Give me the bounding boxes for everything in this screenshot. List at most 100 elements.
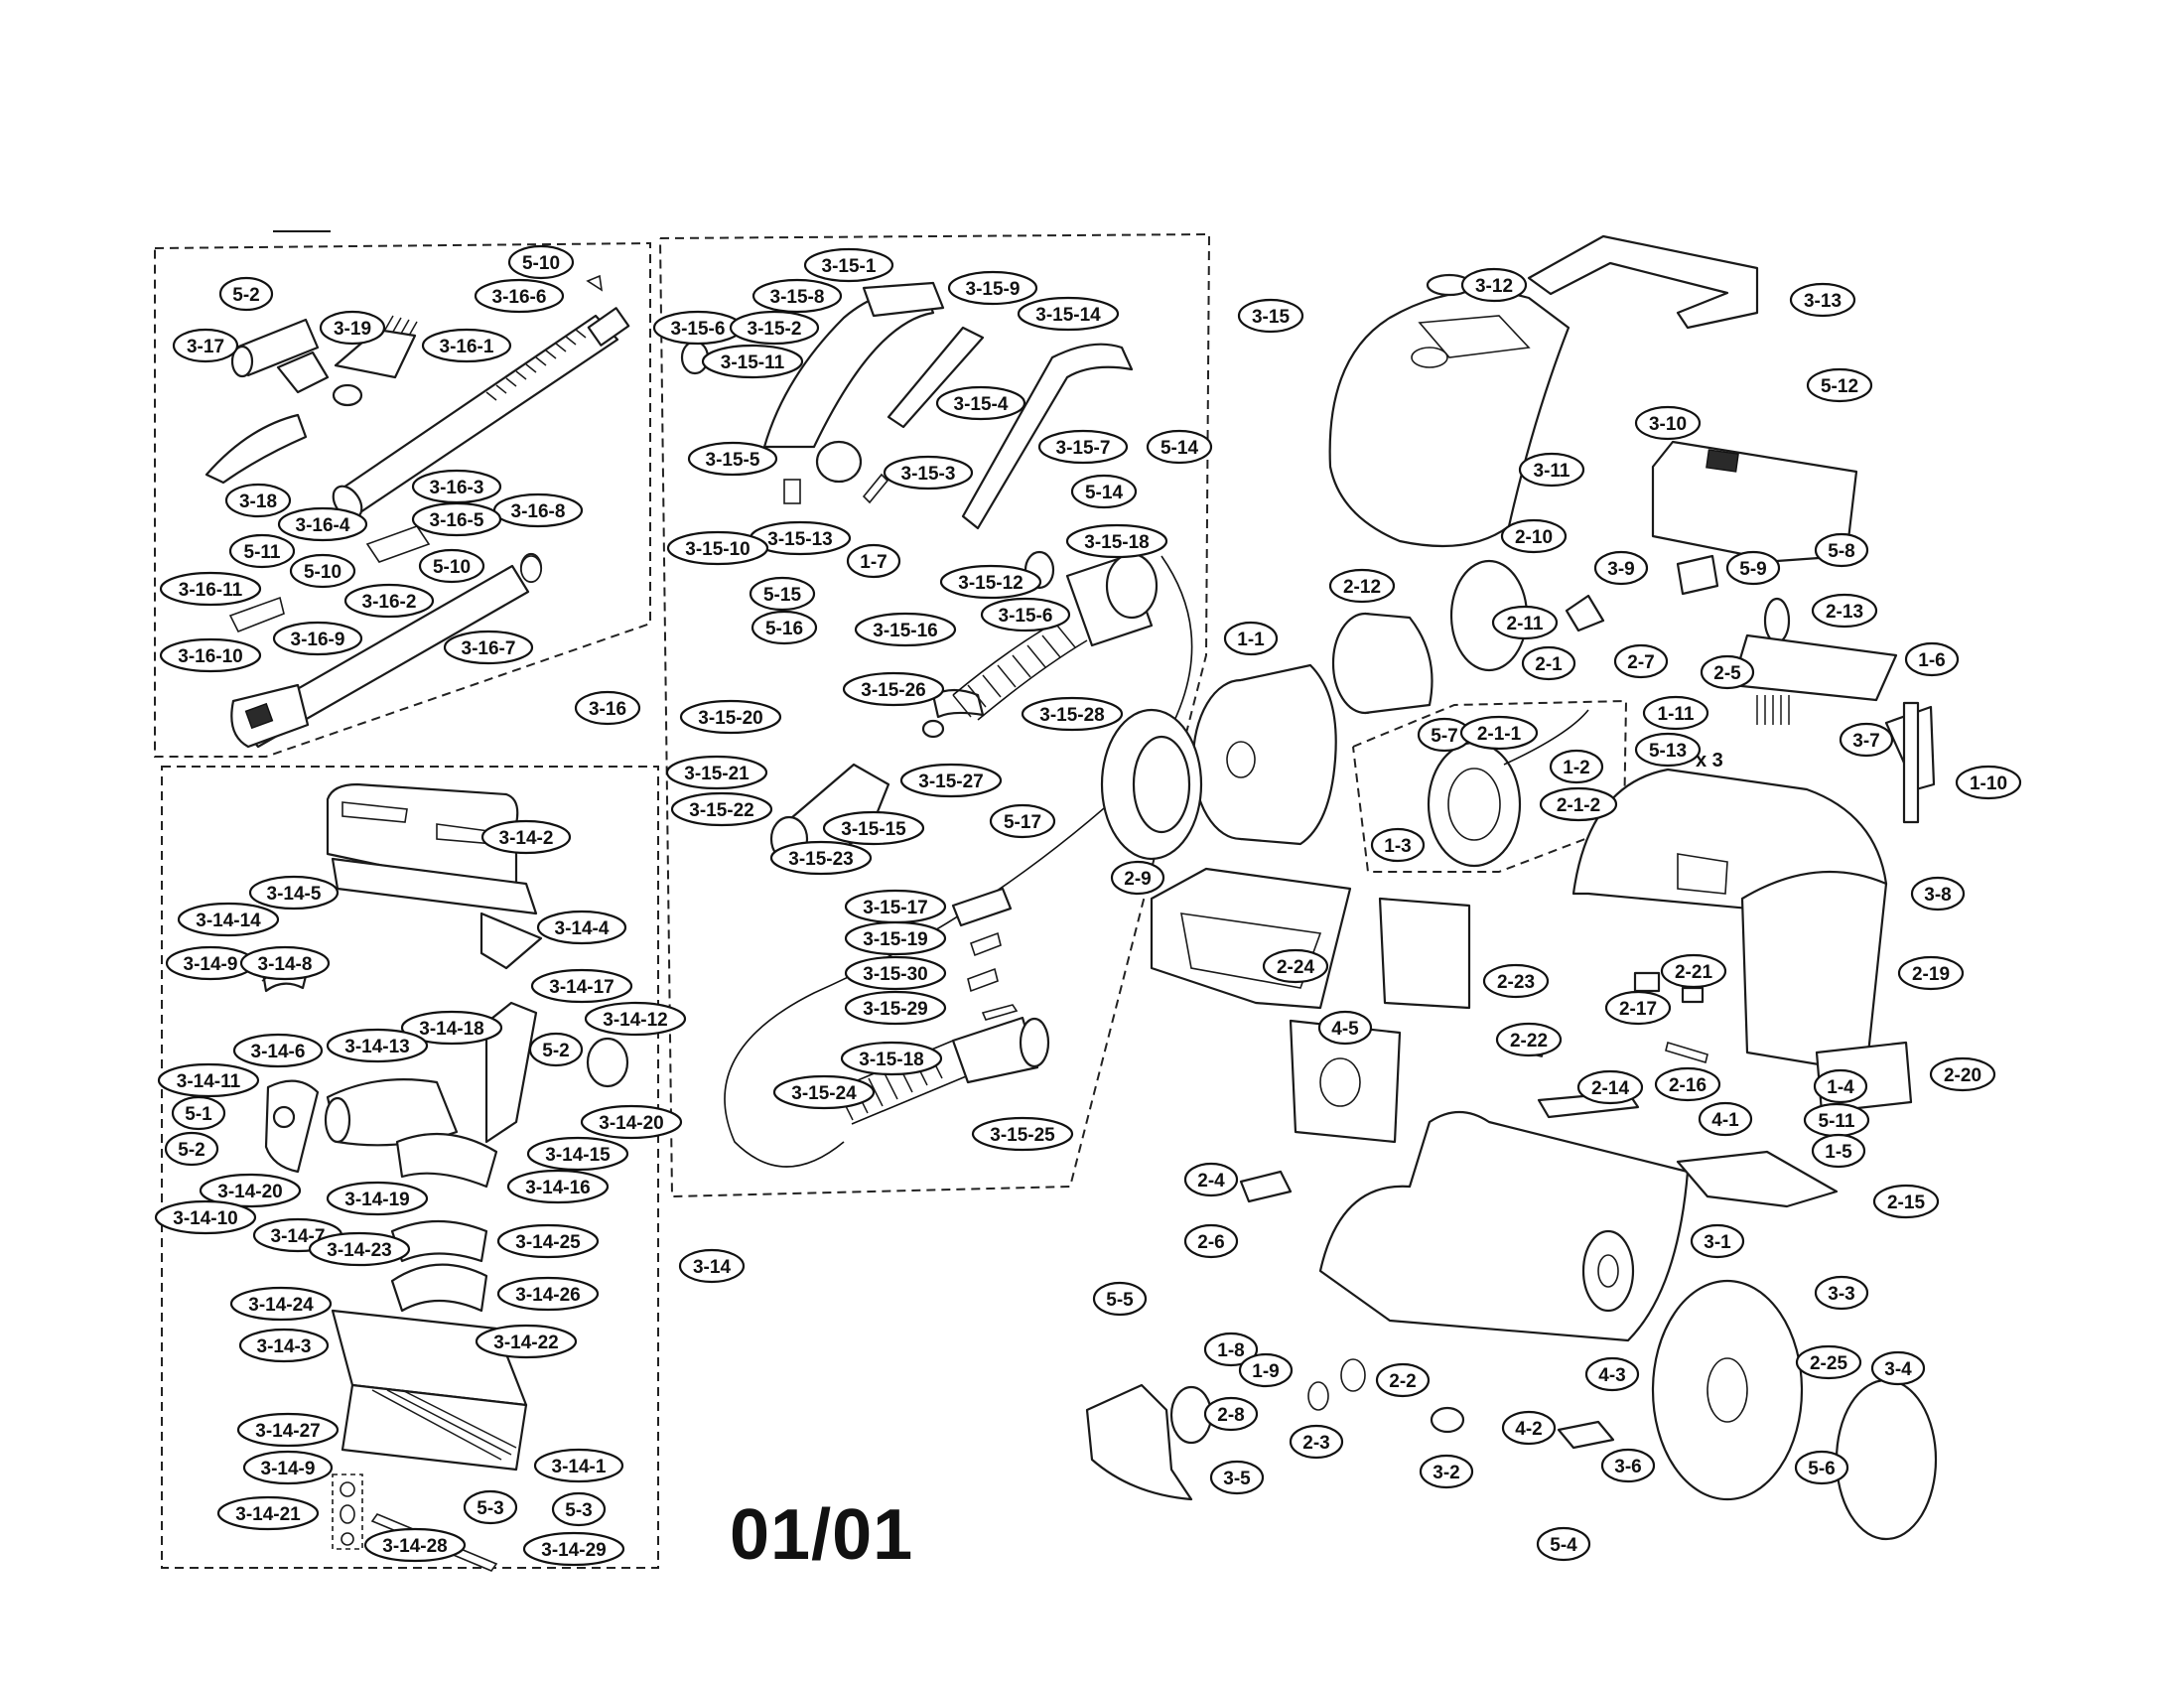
- callout-2-16: 2-16: [1654, 1066, 1721, 1102]
- callout-3-6: 3-6: [1600, 1448, 1656, 1483]
- callout-label: 1-6: [1918, 650, 1945, 671]
- callout-label: 3-17: [187, 337, 224, 357]
- callout-2-1-2: 2-1-2: [1539, 786, 1618, 822]
- callout-2-1: 2-1: [1521, 645, 1576, 681]
- callout-3-14-29: 3-14-29: [522, 1531, 625, 1567]
- callout-5-12: 5-12: [1806, 367, 1873, 403]
- callout-3-14-10: 3-14-10: [154, 1199, 257, 1235]
- callout-label: 5-8: [1828, 541, 1854, 562]
- callout-label: 3-18: [239, 491, 277, 512]
- callout-label: 3-14-19: [344, 1190, 410, 1210]
- callout-label: 3-15-15: [841, 819, 906, 840]
- callout-label: 3-12: [1475, 276, 1513, 297]
- callout-3-14-20: 3-14-20: [580, 1104, 683, 1140]
- callout-label: 1-8: [1217, 1340, 1244, 1361]
- callout-label: 3-14-27: [255, 1421, 321, 1442]
- callout-3-15-30: 3-15-30: [844, 955, 947, 991]
- callout-label: 3-14-6: [251, 1042, 306, 1062]
- callout-5-16: 5-16: [751, 610, 818, 645]
- callout-label: 3-15-11: [721, 352, 785, 373]
- callout-4-3: 4-3: [1584, 1356, 1640, 1392]
- callout-label: 2-1-2: [1557, 795, 1600, 816]
- callout-3-2: 3-2: [1419, 1454, 1474, 1489]
- callout-3-14-21: 3-14-21: [216, 1495, 320, 1531]
- callout-label: 1-10: [1970, 773, 2007, 794]
- callout-5-3: 5-3: [551, 1491, 607, 1527]
- callout-label: 2-3: [1302, 1433, 1329, 1454]
- callout-label: 3-16-6: [492, 287, 547, 308]
- callout-2-1-1: 2-1-1: [1459, 715, 1539, 751]
- callout-3-14-11: 3-14-11: [157, 1062, 260, 1098]
- callout-3-15-16: 3-15-16: [854, 612, 957, 647]
- callout-3-15-21: 3-15-21: [665, 755, 768, 790]
- callout-label: 3-9: [1607, 559, 1634, 580]
- callout-label: 3-15-25: [990, 1125, 1055, 1146]
- callout-3-15-22: 3-15-22: [670, 791, 773, 827]
- callout-label: 3-14-17: [549, 977, 614, 998]
- callout-3-1: 3-1: [1690, 1223, 1745, 1259]
- callout-label: 2-19: [1912, 964, 1950, 985]
- callout-label: 3-15-23: [788, 849, 854, 870]
- callout-label: 3-15-29: [863, 999, 928, 1020]
- hubcap-3-4: [1835, 1378, 1938, 1541]
- callout-label: 3-10: [1649, 414, 1687, 435]
- callout-2-11: 2-11: [1491, 605, 1559, 640]
- callout-label: 5-4: [1550, 1535, 1577, 1556]
- callout-3-14-20: 3-14-20: [199, 1173, 302, 1208]
- callout-3-14-1: 3-14-1: [533, 1448, 624, 1483]
- callout-3-3: 3-3: [1814, 1275, 1869, 1311]
- callout-5-2: 5-2: [528, 1032, 584, 1067]
- callout-2-21: 2-21: [1660, 953, 1727, 989]
- callout-label: 3-15-17: [863, 898, 928, 918]
- callout-3-15-25: 3-15-25: [971, 1116, 1074, 1152]
- callout-label: 2-4: [1197, 1171, 1225, 1192]
- callout-label: 2-8: [1217, 1405, 1244, 1426]
- callout-3-14-3: 3-14-3: [238, 1328, 330, 1363]
- callout-label: 3-14-1: [552, 1457, 607, 1477]
- callout-2-5: 2-5: [1700, 654, 1755, 690]
- callout-3-16-11: 3-16-11: [159, 571, 262, 607]
- callout-label: 2-6: [1197, 1232, 1224, 1253]
- callout-label: 2-15: [1887, 1193, 1925, 1213]
- callout-label: 2-21: [1675, 962, 1712, 983]
- callout-label: 2-17: [1619, 999, 1657, 1020]
- callout-label: 2-22: [1510, 1031, 1548, 1052]
- callout-label: 5-17: [1004, 812, 1041, 833]
- callout-3-16-8: 3-16-8: [492, 492, 584, 528]
- callout-1-10: 1-10: [1955, 765, 2022, 800]
- callout-label: 3-15-22: [689, 800, 754, 821]
- callout-5-4: 5-4: [1536, 1526, 1591, 1562]
- callout-4-2: 4-2: [1501, 1410, 1557, 1446]
- callout-1-11: 1-11: [1642, 695, 1709, 731]
- callout-label: 3-14-15: [545, 1145, 611, 1166]
- callout-3-14-27: 3-14-27: [236, 1412, 340, 1448]
- callout-label: 3-14-10: [173, 1208, 238, 1229]
- callout-label: 3-4: [1884, 1359, 1912, 1380]
- callout-3-16-9: 3-16-9: [272, 621, 363, 656]
- callout-3-7: 3-7: [1839, 722, 1894, 758]
- callout-2-19: 2-19: [1897, 955, 1965, 991]
- callout-3-15-2: 3-15-2: [729, 310, 820, 346]
- callout-3-10: 3-10: [1634, 405, 1702, 441]
- callout-3-14-19: 3-14-19: [326, 1181, 429, 1216]
- callout-label: 3-15-16: [873, 621, 938, 641]
- callout-label: 5-2: [232, 285, 259, 306]
- callout-3-15-14: 3-15-14: [1017, 296, 1120, 332]
- callout-2-10: 2-10: [1500, 518, 1568, 554]
- callout-3-4: 3-4: [1870, 1350, 1926, 1386]
- callout-3-14-26: 3-14-26: [496, 1276, 600, 1312]
- callout-3-11: 3-11: [1518, 452, 1585, 488]
- page-code-label: 01/01: [730, 1495, 914, 1575]
- callout-3-15-18: 3-15-18: [1065, 523, 1168, 559]
- callout-2-17: 2-17: [1604, 990, 1672, 1026]
- callout-5-14: 5-14: [1070, 474, 1138, 509]
- callout-label: 3-15-24: [791, 1083, 857, 1104]
- callout-label: 2-13: [1826, 602, 1863, 623]
- callout-3-15: 3-15: [1237, 298, 1304, 334]
- callout-1-7: 1-7: [846, 543, 901, 579]
- callout-label: 3-6: [1614, 1457, 1641, 1477]
- callout-label: 3-16-5: [430, 510, 484, 531]
- callout-label: 3-16-8: [511, 501, 566, 522]
